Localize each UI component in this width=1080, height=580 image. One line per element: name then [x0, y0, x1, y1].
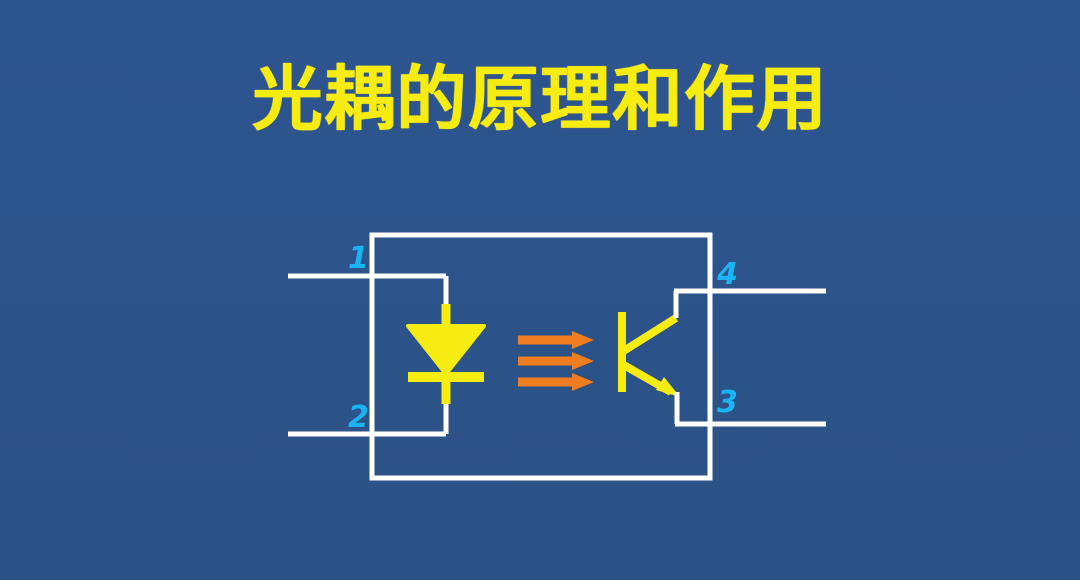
phototransistor-emitter-arrowhead — [656, 377, 680, 397]
led-triangle — [406, 324, 486, 376]
package-outline-box — [369, 232, 713, 481]
light-emission-arrows — [518, 331, 594, 391]
pin-label-2: 2 — [348, 400, 369, 435]
pin-label-4: 4 — [716, 257, 738, 292]
light-arrow-1 — [518, 331, 594, 349]
light-arrow-3 — [518, 373, 594, 391]
pin-label-3: 3 — [717, 385, 738, 420]
page-title: 光耦的原理和作用 — [252, 58, 828, 140]
pin-label-1: 1 — [348, 241, 369, 276]
phototransistor-collector-lead — [619, 314, 679, 356]
light-arrow-2 — [518, 352, 594, 370]
